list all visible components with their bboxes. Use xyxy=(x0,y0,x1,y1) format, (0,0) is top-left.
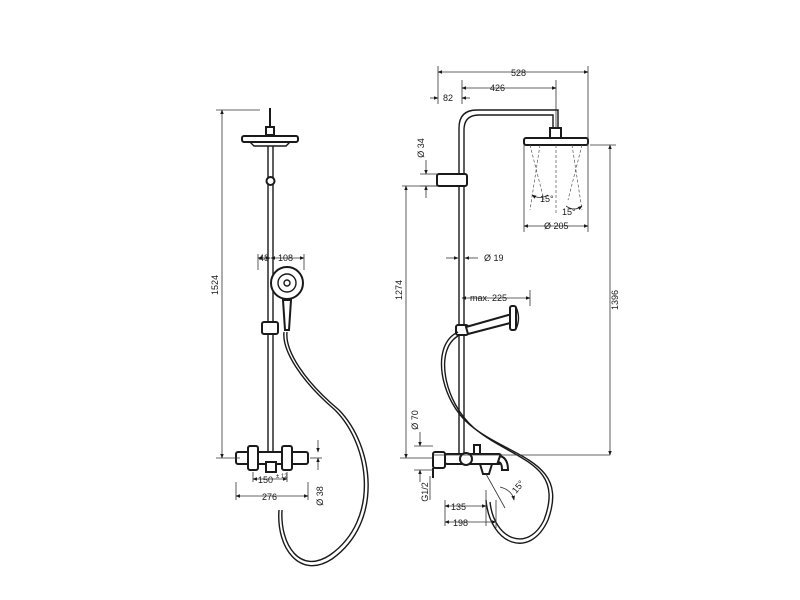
dim-528: 528 xyxy=(511,68,526,78)
dim-diameter-70: Ø 70 xyxy=(410,410,420,430)
side-view: 528 82 426 Ø 34 1274 Ø 19 max. 225 1396 xyxy=(394,66,620,544)
front-riser-rail xyxy=(265,146,276,455)
dim-1274: 1274 xyxy=(394,280,404,300)
front-shower-head xyxy=(241,108,299,147)
dim-426: 426 xyxy=(490,83,505,93)
dim-135: 135 xyxy=(451,502,466,512)
front-slider-holder xyxy=(261,321,279,335)
thread-g-1-2: G1/2 xyxy=(420,482,430,502)
dim-276: 276 xyxy=(262,492,277,502)
dim-82: 82 xyxy=(443,93,453,103)
dim-diameter-19: Ø 19 xyxy=(484,253,504,263)
dim-198: 198 xyxy=(453,518,468,528)
angle-15-right: 15° xyxy=(562,207,576,217)
angle-15-left: 15° xyxy=(540,194,554,204)
side-hand-shower xyxy=(455,305,520,336)
side-hose xyxy=(440,331,554,544)
dim-150: 150 xyxy=(258,475,273,485)
dim-diameter-38: Ø 38 xyxy=(315,486,325,506)
dim-1524: 1524 xyxy=(210,275,220,295)
dim-max-225: max. 225 xyxy=(470,293,507,303)
dim-diameter-205: Ø 205 xyxy=(544,221,569,231)
side-wall-holder xyxy=(436,173,468,187)
angle-spout-15: 15° xyxy=(510,478,527,495)
dim-150-tolerance: ± 12 xyxy=(276,474,288,480)
side-bath-mixer xyxy=(432,444,510,478)
dim-48: 48 xyxy=(259,253,269,263)
dim-1396: 1396 xyxy=(610,290,620,310)
side-overhead-arm xyxy=(458,109,559,455)
front-hand-shower xyxy=(270,266,304,331)
front-view: 1524 48 108 150 ± 12 276 Ø 38 xyxy=(210,108,369,567)
dim-108: 108 xyxy=(278,253,293,263)
side-shower-head xyxy=(523,127,589,215)
front-thermostat-valve xyxy=(235,445,309,473)
front-hose xyxy=(281,331,366,562)
dim-diameter-34: Ø 34 xyxy=(416,138,426,158)
